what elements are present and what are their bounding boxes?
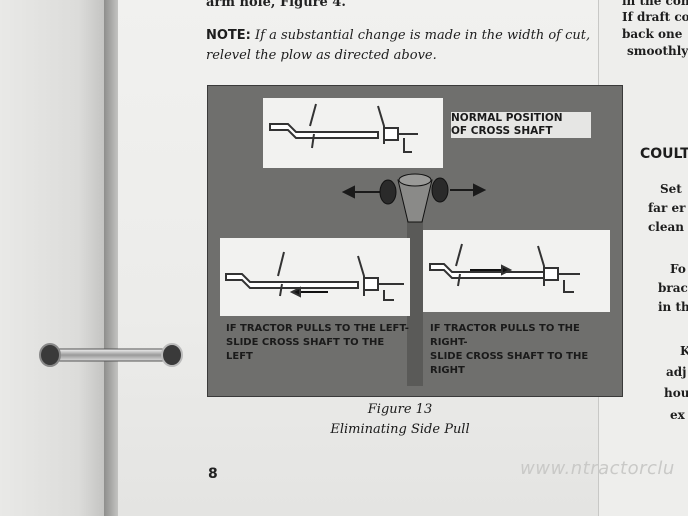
left-page bbox=[0, 0, 112, 516]
figure-drawings bbox=[225, 103, 580, 301]
right-instruction-line1: IF TRACTOR PULLS TO THE RIGHT- bbox=[430, 323, 580, 348]
next-page-line: Fo bbox=[670, 262, 686, 276]
next-page-line: hou bbox=[664, 386, 688, 400]
left-instruction-line2: SLIDE CROSS SHAFT TO THE LEFT bbox=[226, 337, 385, 362]
tractor-front-wheels bbox=[379, 173, 449, 223]
next-page-line: smoothly bbox=[627, 44, 688, 58]
cross-shaft-top bbox=[269, 103, 418, 153]
next-page-line: ex bbox=[670, 408, 685, 422]
left-instruction-label: IF TRACTOR PULLS TO THE LEFT- SLIDE CROS… bbox=[226, 322, 411, 364]
cross-shaft-right bbox=[429, 243, 580, 293]
next-page-line: in th bbox=[658, 300, 688, 314]
normal-position-label-line1: NORMAL POSITION bbox=[451, 112, 563, 124]
next-page-line: back one bbox=[622, 27, 683, 41]
direction-arrows bbox=[341, 183, 487, 199]
next-page-line: If draft co bbox=[622, 10, 688, 24]
note-label: NOTE: bbox=[206, 28, 251, 43]
next-page-heading: COULT bbox=[640, 146, 688, 162]
right-instruction-label: IF TRACTOR PULLS TO THE RIGHT- SLIDE CRO… bbox=[430, 322, 615, 378]
binder-ring bbox=[39, 343, 183, 367]
next-page-line: in the con bbox=[622, 0, 688, 8]
next-page-line: clean bbox=[648, 220, 684, 234]
note-text: If a substantial change is made in the w… bbox=[206, 28, 591, 63]
center-pole bbox=[407, 186, 423, 386]
normal-position-label: NORMAL POSITION OF CROSS SHAFT bbox=[451, 112, 591, 138]
next-page-line: Set bbox=[660, 182, 682, 196]
figure-caption-number: Figure 13 bbox=[367, 402, 433, 417]
cross-shaft-left bbox=[225, 251, 404, 301]
page-number: 8 bbox=[208, 466, 218, 482]
top-text-line: arm hole, Figure 4. bbox=[206, 0, 346, 10]
right-instruction-line2: SLIDE CROSS SHAFT TO THE RIGHT bbox=[430, 351, 589, 376]
figure-caption-title: Eliminating Side Pull bbox=[330, 422, 470, 437]
left-instruction-line1: IF TRACTOR PULLS TO THE LEFT- bbox=[226, 323, 409, 334]
next-page-line: adj bbox=[666, 365, 687, 379]
note-paragraph: NOTE: If a substantial change is made in… bbox=[206, 26, 601, 66]
next-page-line: far er bbox=[648, 201, 686, 215]
figure-13-illustration: NORMAL POSITION OF CROSS SHAFT bbox=[207, 85, 623, 397]
next-page-line: brac bbox=[658, 281, 688, 295]
next-page-line: K bbox=[680, 344, 688, 358]
normal-position-label-line2: OF CROSS SHAFT bbox=[451, 125, 553, 137]
watermark: www.ntractorclu bbox=[520, 458, 675, 479]
